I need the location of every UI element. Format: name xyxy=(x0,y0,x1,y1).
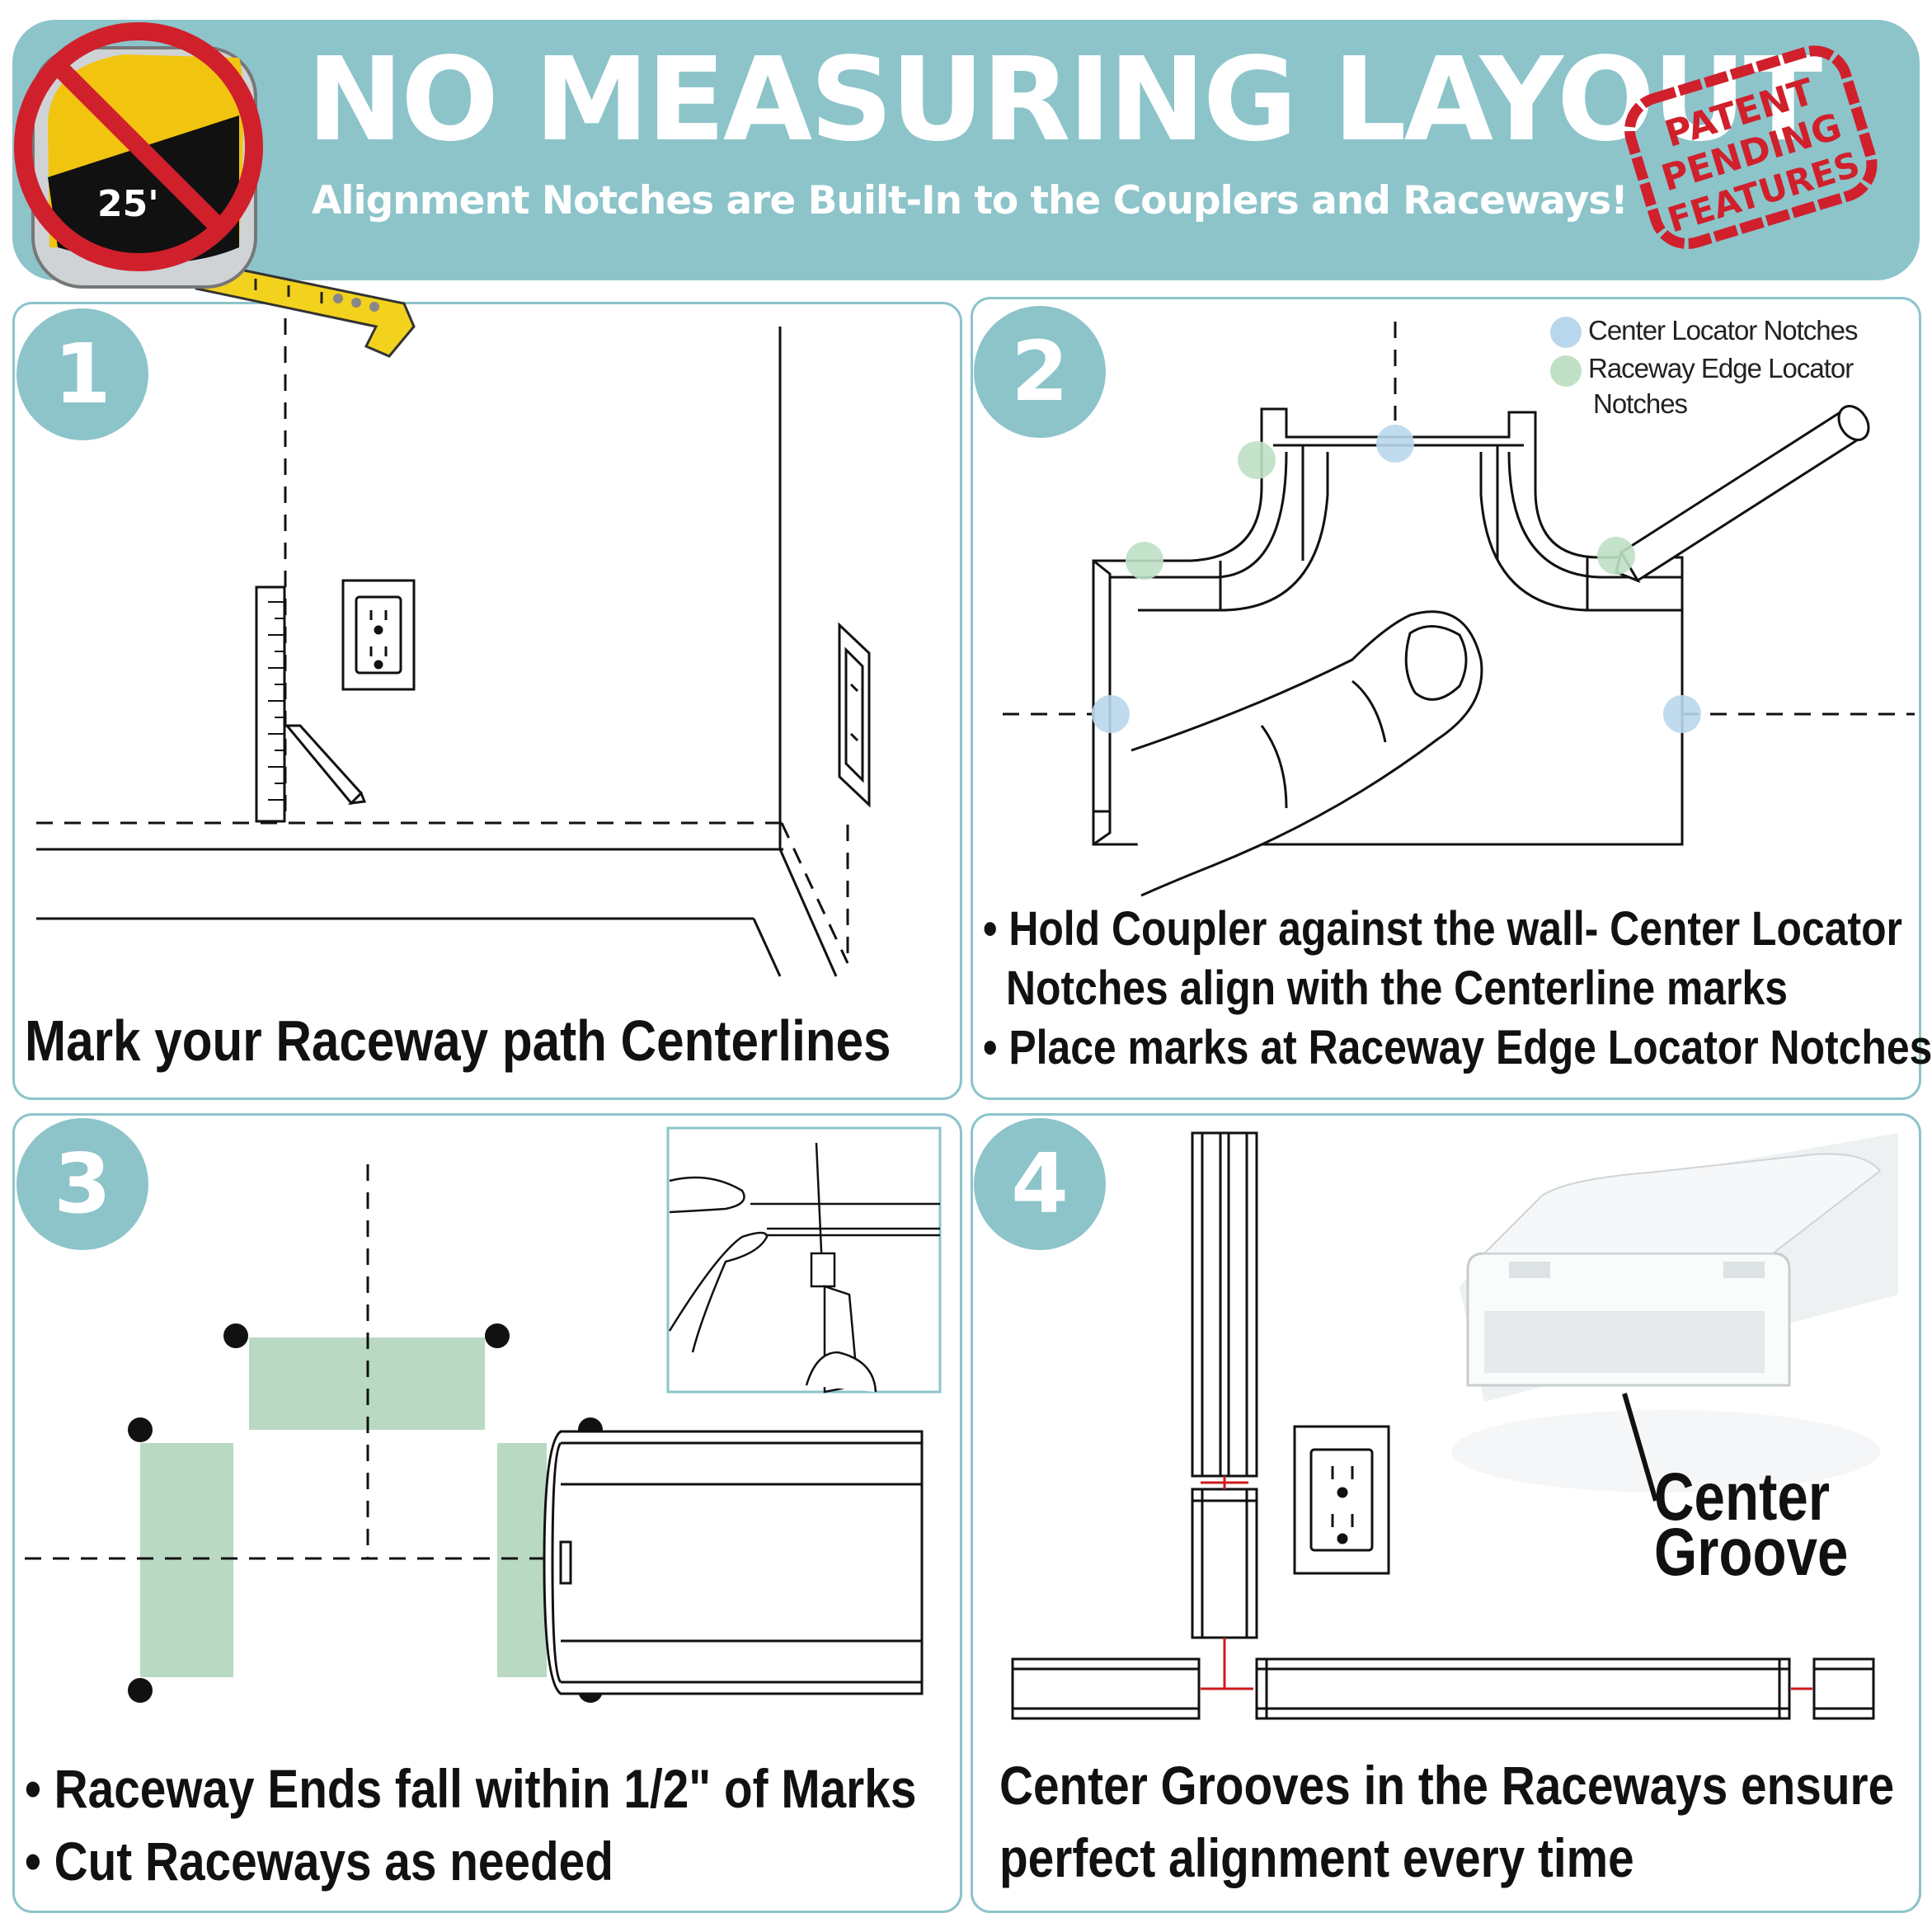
center-groove-label: Center Groove xyxy=(1654,1460,1849,1591)
center-notch xyxy=(1092,695,1130,733)
step-3-number: 3 xyxy=(16,1118,148,1250)
page-title: NO MEASURING LAYOUT xyxy=(307,33,1822,167)
patent-stamp: PATENT PENDING FEATURES xyxy=(1624,45,1878,250)
center-notch-swatch xyxy=(1550,317,1582,349)
step-3-caption-2: • Cut Raceways as needed xyxy=(25,1831,613,1892)
center-groove-line-2: Groove xyxy=(1654,1515,1849,1591)
green-area xyxy=(497,1443,547,1677)
horizontal-raceway xyxy=(1011,1657,1875,1720)
legend-edge-label-1: Raceway Edge Locator xyxy=(1588,353,1854,384)
center-notch xyxy=(1376,425,1414,463)
step-2-caption-3: • Place marks at Raceway Edge Locator No… xyxy=(983,1021,1932,1074)
prohibited-icon xyxy=(14,22,263,271)
page-subtitle: Alignment Notches are Built-In to the Co… xyxy=(312,178,1629,223)
step-1-number: 1 xyxy=(16,308,148,440)
edge-notch xyxy=(1126,542,1163,580)
raceway-profile xyxy=(1451,1133,1898,1492)
outlet-icon xyxy=(341,579,416,691)
step-4-number: 4 xyxy=(974,1118,1106,1250)
inset-frame xyxy=(666,1126,942,1394)
legend-edge: Raceway Edge Locator xyxy=(1550,351,1858,387)
notch-legend: Center Locator Notches Raceway Edge Loca… xyxy=(1550,313,1859,421)
step-3-caption-1: • Raceway Ends fall within 1/2" of Marks xyxy=(25,1758,917,1819)
green-area xyxy=(249,1337,485,1430)
header-banner xyxy=(12,20,1920,280)
legend-edge-2: Notches xyxy=(1593,388,1688,419)
outlet-icon xyxy=(1293,1425,1390,1575)
center-groove-marks xyxy=(1201,1476,1812,1690)
step-4-caption-2: perfect alignment every time xyxy=(999,1827,1634,1888)
center-groove-line-1: Center xyxy=(1654,1460,1830,1535)
center-notch xyxy=(1663,695,1701,733)
groove-pointer xyxy=(1622,1393,1658,1502)
step-4-caption-1: Center Grooves in the Raceways ensure xyxy=(999,1755,1895,1816)
tape-label: 25' xyxy=(97,183,159,225)
outlet-icon xyxy=(838,622,871,808)
edge-notch-swatch xyxy=(1550,355,1582,387)
finger-icon xyxy=(1131,610,1483,897)
step-2-number: 2 xyxy=(974,306,1106,438)
legend-center: Center Locator Notches xyxy=(1550,313,1859,349)
edge-notch xyxy=(1597,537,1635,575)
edge-notch xyxy=(1238,441,1276,479)
pencil-icon xyxy=(284,724,367,806)
step-1-panel xyxy=(12,302,962,1100)
knife-icon xyxy=(668,1142,940,1394)
step-1-caption: Mark your Raceway path Centerlines xyxy=(25,1008,891,1073)
vertical-raceway xyxy=(1191,1131,1258,1639)
legend-center-label: Center Locator Notches xyxy=(1588,315,1859,346)
step-2-caption-1: • Hold Coupler against the wall- Center … xyxy=(983,902,1902,956)
green-area xyxy=(140,1443,233,1677)
ruler-icon xyxy=(255,585,286,823)
raceway-section xyxy=(543,1430,924,1695)
step-2-caption-2: Notches align with the Centerline marks xyxy=(1006,961,1788,1015)
